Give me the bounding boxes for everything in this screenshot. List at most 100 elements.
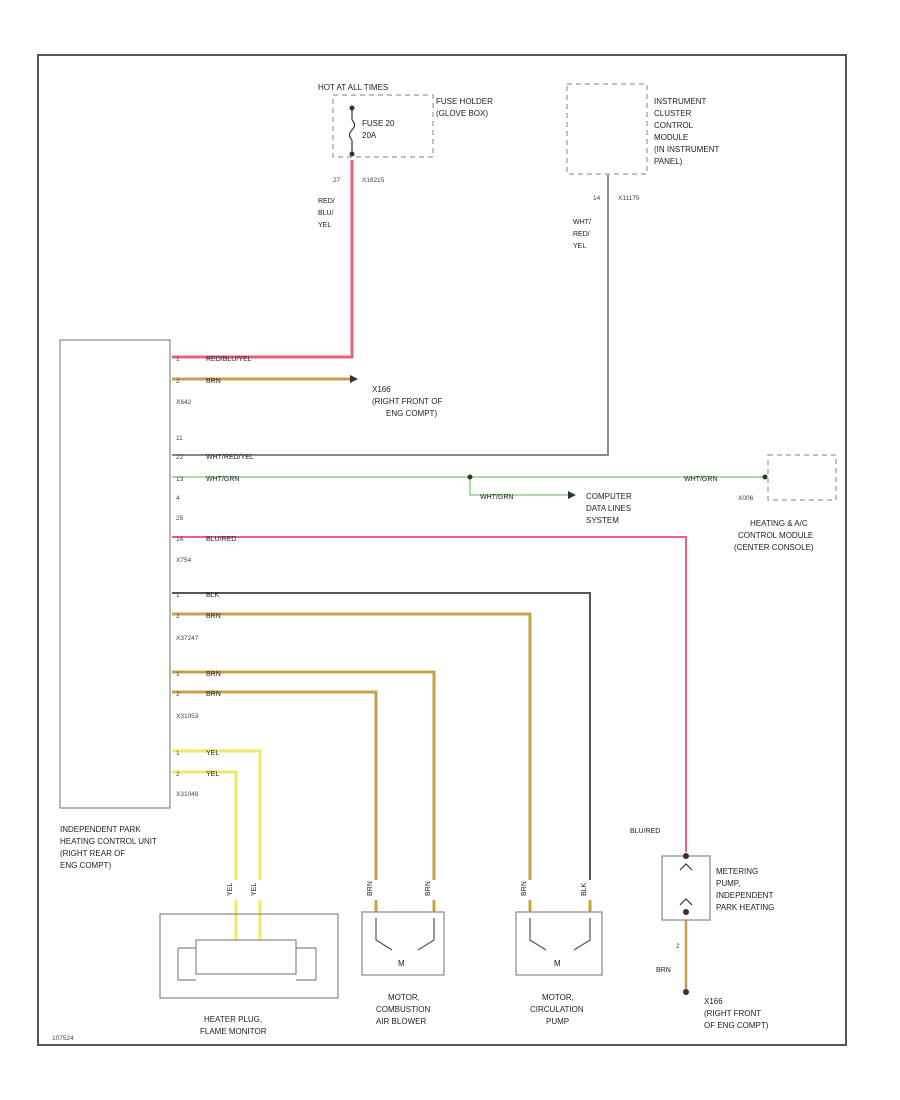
- blower-label-3: AIR BLOWER: [376, 1017, 426, 1026]
- instrument-cluster-module: INSTRUMENT CLUSTER CONTROL MODULE (IN IN…: [566, 83, 719, 250]
- connector-x31048: X31048: [176, 791, 199, 798]
- data-line-wire-color: WHT/GRN: [480, 494, 513, 501]
- metering-coil-icon: [679, 863, 693, 906]
- pin-c1: 1: [176, 671, 180, 678]
- control-unit-label-3: (RIGHT REAR OF: [60, 849, 125, 858]
- icm-connector: X11175: [618, 195, 640, 202]
- pin-13: 13: [176, 476, 184, 483]
- hvac-box: [767, 454, 837, 501]
- icm-label-2: CLUSTER: [654, 109, 692, 118]
- ground-x166-label-1: X166: [372, 385, 391, 394]
- pin-c1-wire: BRN: [206, 671, 221, 678]
- ground-x166-label-3: ENG COMPT): [386, 409, 437, 418]
- connector-x754: X754: [176, 557, 192, 564]
- pin-b2-wire: BRN: [206, 613, 221, 620]
- pump-box: [515, 911, 603, 976]
- wire-wht-grn-branch: [469, 477, 568, 496]
- pin-25: 25: [176, 515, 184, 522]
- wire-wht-red-yel: [172, 175, 609, 456]
- splice-dot: [467, 474, 473, 480]
- pin-b1: 1: [176, 592, 180, 599]
- control-unit-label-1: INDEPENDENT PARK: [60, 825, 141, 834]
- diagram-id: 107524: [52, 1035, 74, 1042]
- wire-heater-stubs: [234, 900, 262, 940]
- wires: [172, 160, 765, 990]
- wire-brn-pump: [172, 612, 532, 880]
- wire-yel-heater-a: [172, 749, 262, 880]
- fuse-wire-color-1: RED/: [318, 198, 335, 205]
- wire-brn-blower-a: [172, 670, 436, 880]
- fuse-holder-box: [332, 94, 434, 158]
- wire-yel-heater-b: [172, 770, 238, 880]
- metering-pin-bottom: 2: [676, 943, 680, 950]
- pin-4: 4: [176, 495, 180, 502]
- ground-x166-lower-label-2: (RIGHT FRONT: [704, 1009, 761, 1018]
- fuse-holder-label-2: (GLOVE BOX): [436, 109, 488, 118]
- ground-x166-lower-label-3: OF ENG COMPT): [704, 1021, 769, 1030]
- pin-d1: 1: [176, 750, 180, 757]
- component-connectors: YEL YEL BRN BRN BRN BLK: [227, 881, 588, 896]
- hvac-terminal: [762, 474, 768, 480]
- pump-label-2: CIRCULATION: [530, 1005, 584, 1014]
- data-line-arrow-icon: [568, 491, 576, 499]
- heater-plug-label-2: FLAME MONITOR: [200, 1027, 267, 1036]
- icm-wire-color-3: YEL: [573, 243, 586, 250]
- pump-motor-symbol: M: [554, 959, 561, 968]
- metering-label-3: INDEPENDENT: [716, 891, 773, 900]
- connector-x31053: X31053: [176, 713, 199, 720]
- fuse-wire-color-3: YEL: [318, 222, 331, 229]
- pin-22: 22: [176, 454, 184, 461]
- blower-motor-icon: [375, 918, 435, 951]
- pin-c2: 2: [176, 691, 180, 698]
- pump-motor-icon: [529, 918, 591, 951]
- metering-label-4: PARK HEATING: [716, 903, 774, 912]
- fuse-label-2: 20A: [362, 131, 377, 140]
- metering-label-2: PUMP,: [716, 879, 740, 888]
- hvac-wire-color: WHT/GRN: [684, 476, 717, 483]
- icm-wire-color-2: RED/: [573, 231, 590, 238]
- heater-wire-a: YEL: [227, 883, 234, 896]
- data-line-label-2: DATA LINES: [586, 504, 631, 513]
- pin-22-wire: WHT/RED/YEL: [206, 454, 254, 461]
- blower-label-1: MOTOR,: [388, 993, 420, 1002]
- ground-x166-upper: X166 (RIGHT FRONT OF ENG COMPT): [350, 375, 442, 418]
- metering-terminal-top: [683, 853, 689, 859]
- pump-label-3: PUMP: [546, 1017, 569, 1026]
- control-unit-label-4: ENG COMPT): [60, 861, 111, 870]
- diagram-frame: [37, 54, 847, 1046]
- blower-label-2: COMBUSTION: [376, 1005, 430, 1014]
- fuse-terminal-bottom: [349, 151, 355, 157]
- ground-x166-lower-dot: [683, 989, 689, 995]
- wire-pump-stubs: [528, 900, 592, 912]
- pin-d1-wire: YEL: [206, 750, 219, 757]
- heater-plug-flame-monitor: HEATER PLUG, FLAME MONITOR: [159, 913, 339, 1036]
- icm-label-3: CONTROL: [654, 121, 694, 130]
- fuse-connector: X18215: [362, 177, 385, 184]
- fuse-holder-label-1: FUSE HOLDER: [436, 97, 493, 106]
- metering-wire-top: BLU/RED: [630, 828, 660, 835]
- connector-x642: X642: [176, 399, 192, 406]
- wire-blu-red: [172, 536, 687, 852]
- blower-box: [361, 911, 445, 976]
- wire-red-blu-yel: [172, 160, 354, 359]
- heater-plug-label-1: HEATER PLUG,: [204, 1015, 262, 1024]
- fuse-wire-color-2: BLU/: [318, 210, 334, 217]
- fuse-terminal-top: [349, 105, 355, 111]
- hvac-label-2: CONTROL MODULE: [738, 531, 813, 540]
- icm-label-4: MODULE: [654, 133, 688, 142]
- control-unit-label-2: HEATING CONTROL UNIT: [60, 837, 157, 846]
- wire-blower-stubs: [374, 900, 436, 912]
- pin-11: 11: [176, 435, 183, 442]
- fuse-label-1: FUSE 20: [362, 119, 395, 128]
- fuse-holder: HOT AT ALL TIMES FUSE 20 20A FUSE HOLDER…: [318, 83, 493, 229]
- pump-label-1: MOTOR,: [542, 993, 574, 1002]
- hvac-connector: X006: [738, 495, 754, 502]
- circulation-pump-motor: M MOTOR, CIRCULATION PUMP: [515, 911, 603, 1026]
- combustion-air-blower-motor: M MOTOR, COMBUSTION AIR BLOWER: [361, 911, 445, 1026]
- heater-coil-icon: [177, 947, 317, 981]
- pin-d2-wire: YEL: [206, 771, 219, 778]
- fuse-pin: 27: [333, 177, 341, 184]
- metering-label-1: METERING: [716, 867, 758, 876]
- heater-wire-b: YEL: [251, 883, 258, 896]
